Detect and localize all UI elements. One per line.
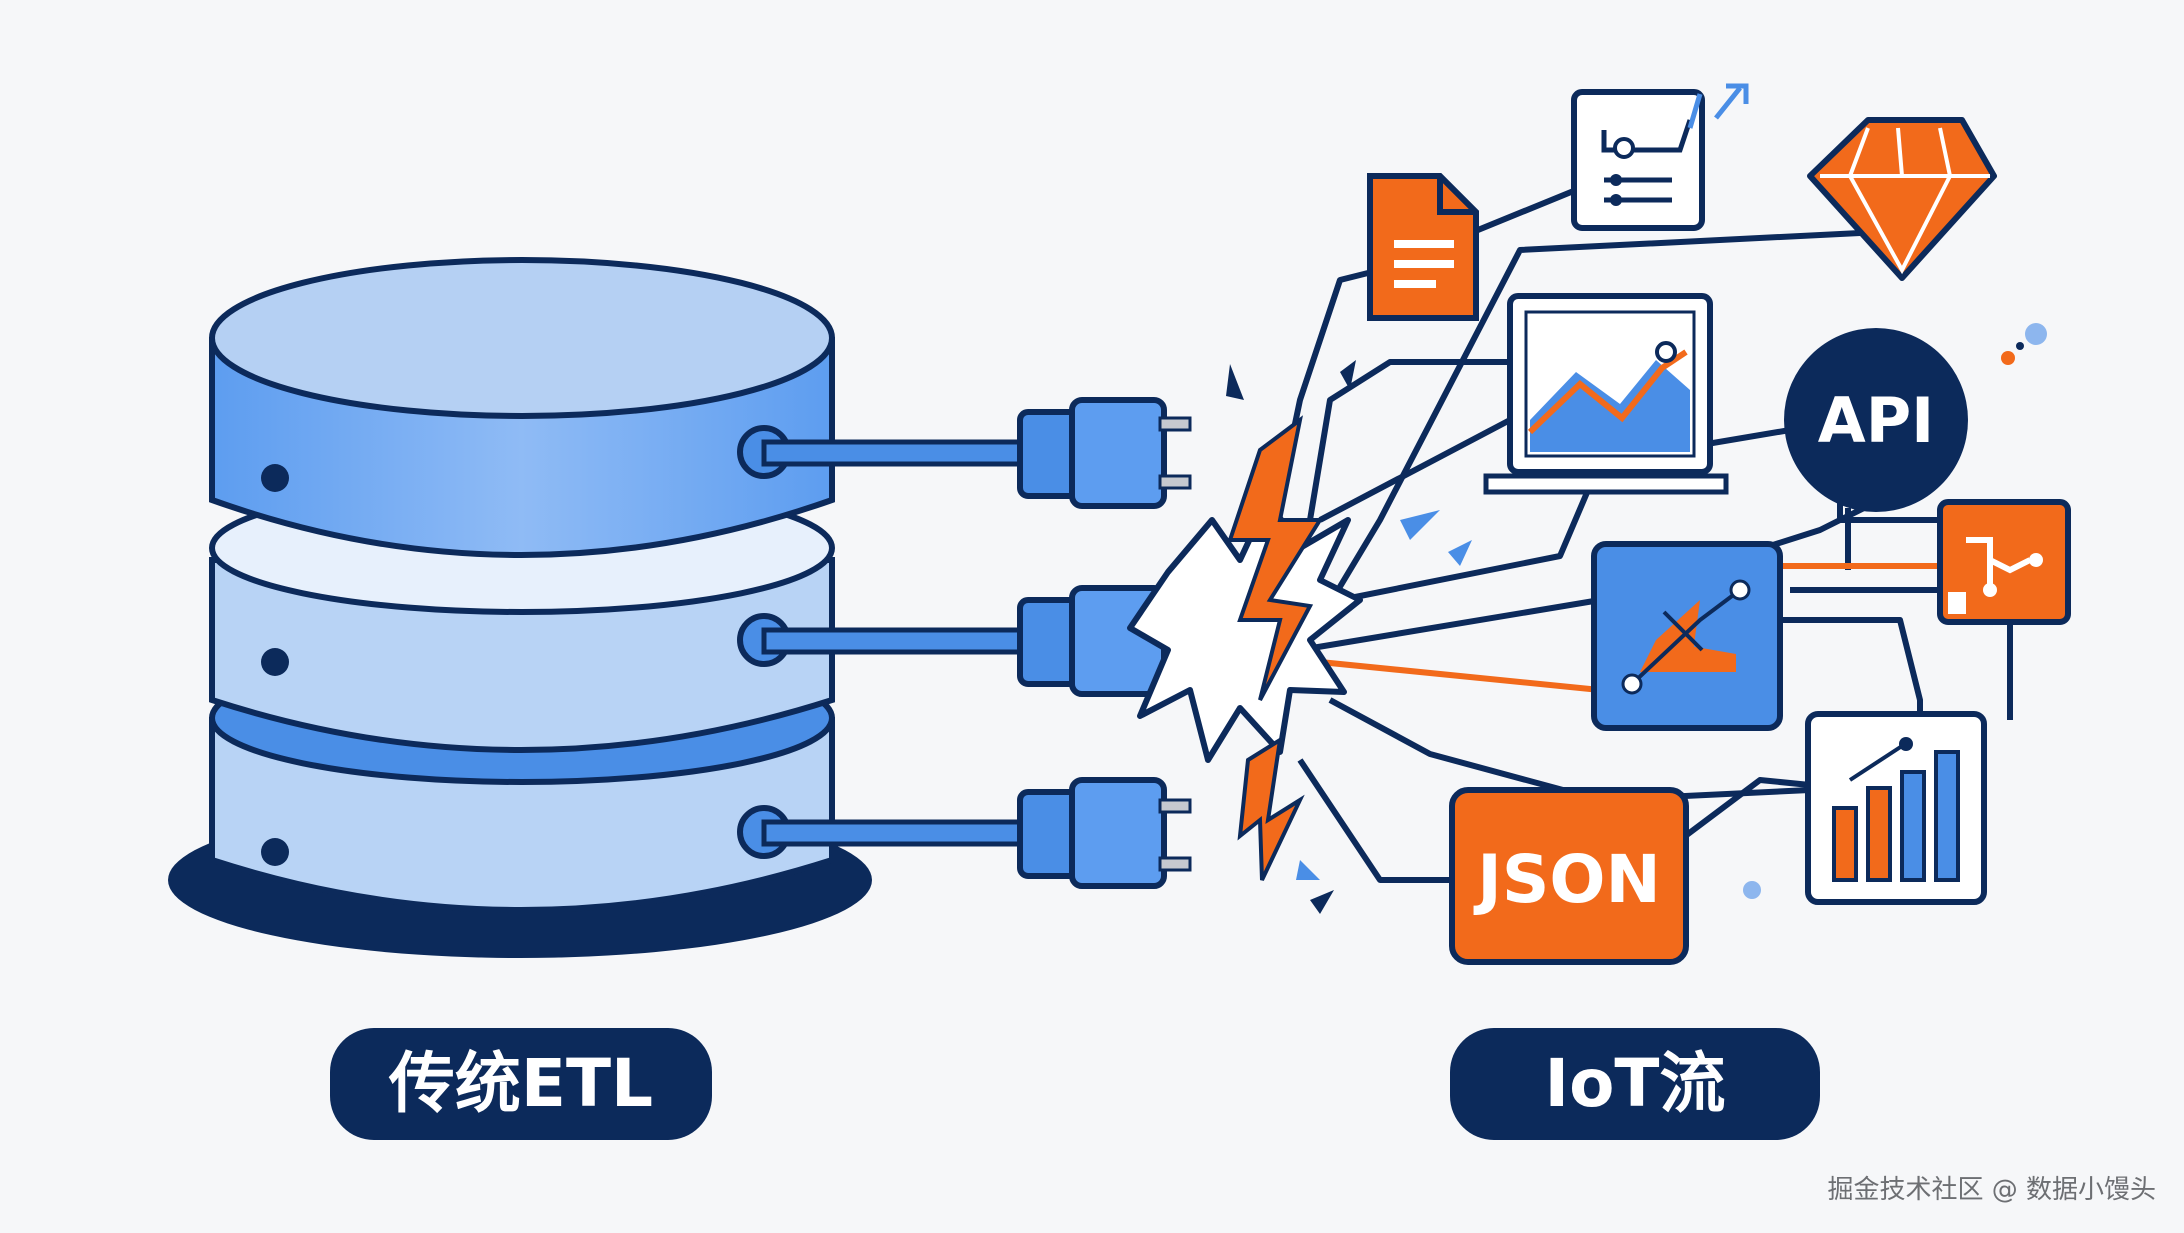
json-label: JSON	[1473, 841, 1660, 918]
iot-stream-label: IoT流	[1450, 1028, 1820, 1140]
gem-icon	[1807, 117, 1997, 281]
plug-icon-middle	[737, 585, 1167, 697]
api-badge-icon: API	[1784, 323, 2047, 512]
graph-node-icon	[1591, 541, 1783, 731]
spark-burst-icon	[1127, 360, 1472, 914]
etl-label: 传统ETL	[330, 1028, 712, 1140]
plug-icon-top	[737, 397, 1192, 509]
plug-icon-bottom	[737, 777, 1192, 889]
watermark: 掘金技术社区 @ 数据小馒头	[1827, 1175, 2156, 1205]
analytics-card-icon	[1937, 499, 2071, 625]
bar-chart-icon	[1805, 711, 1987, 905]
api-label: API	[1818, 384, 1935, 457]
json-badge-icon: JSON	[1449, 787, 1761, 965]
document-icon	[1367, 173, 1479, 321]
monitor-chart-icon	[1483, 293, 1729, 495]
orange-link-lines	[1299, 563, 1940, 693]
database-icon	[168, 257, 872, 958]
flowchart-note-icon	[1571, 83, 1749, 231]
